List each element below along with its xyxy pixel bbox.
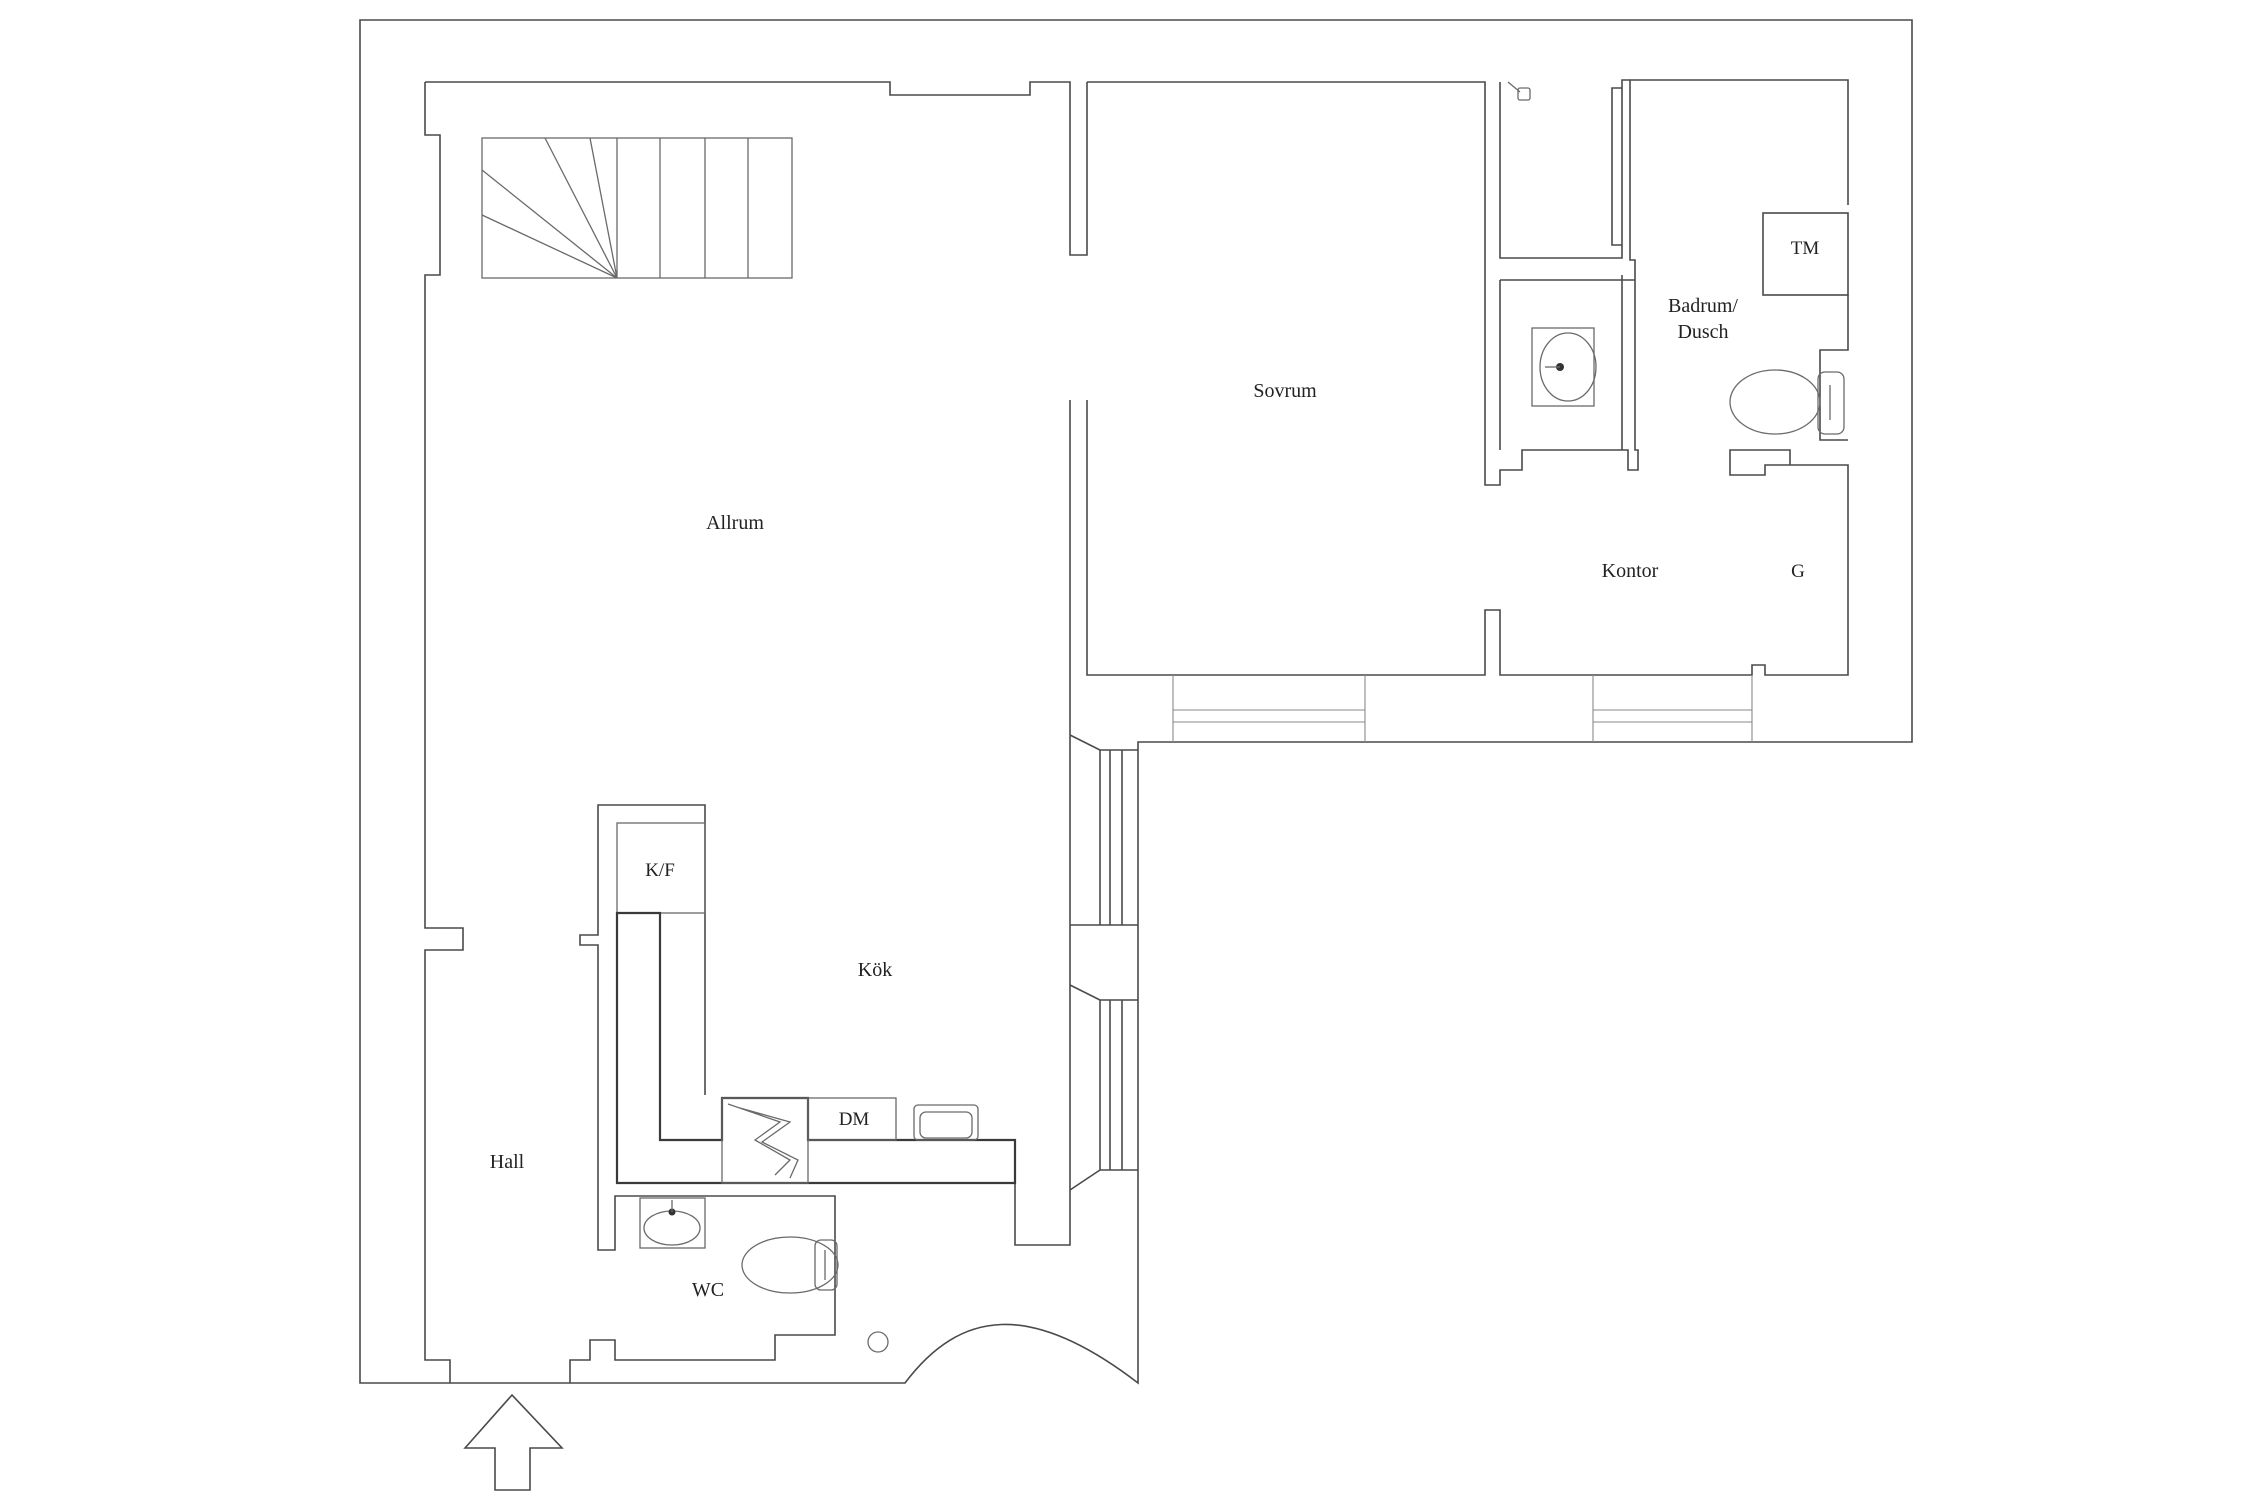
arrow-up-icon xyxy=(463,1393,564,1491)
outer-wall xyxy=(359,19,1913,1385)
fixture-label-kf: K/F xyxy=(645,860,675,881)
sink-icon xyxy=(1531,327,1597,407)
tm-box xyxy=(1762,212,1849,296)
sink-icon xyxy=(913,1104,979,1141)
fixture-label-tm: TM xyxy=(1791,238,1820,259)
toilet-icon xyxy=(1729,369,1845,435)
room-label-allrum: Allrum xyxy=(706,512,764,534)
inner-wall-bottom xyxy=(569,804,836,1383)
room-label-kontor: Kontor xyxy=(1602,560,1659,582)
window-kontor xyxy=(1592,675,1753,742)
inner-wall-left-outer xyxy=(424,82,464,1383)
room-label-badrum: Badrum/ xyxy=(1668,295,1738,317)
bath-notch xyxy=(1819,295,1849,441)
inner-wall-right-top xyxy=(1087,79,1849,486)
fixture-label-g: G xyxy=(1791,561,1805,582)
room-label-wc: WC xyxy=(692,1279,724,1301)
kitchen-counter xyxy=(615,911,1017,1185)
window-sovrum xyxy=(1172,675,1366,742)
room-label-dusch: Dusch xyxy=(1677,321,1728,343)
bath-partitions xyxy=(1499,79,1635,450)
room-label-kok: Kök xyxy=(858,959,892,981)
room-label-hall: Hall xyxy=(490,1151,525,1173)
stove-icon xyxy=(721,1097,809,1184)
inner-wall-left xyxy=(425,81,1088,1246)
fixture-label-dm: DM xyxy=(839,1109,870,1130)
toilet-icon xyxy=(741,1236,839,1294)
corridor-wall xyxy=(1069,734,1138,1191)
sink-icon xyxy=(639,1197,706,1249)
staircase-icon xyxy=(481,137,793,279)
inner-wall-right xyxy=(1086,400,1849,676)
floor-drain xyxy=(867,1331,889,1353)
shower-head-icon xyxy=(1507,81,1531,101)
room-label-sovrum: Sovrum xyxy=(1253,380,1317,402)
